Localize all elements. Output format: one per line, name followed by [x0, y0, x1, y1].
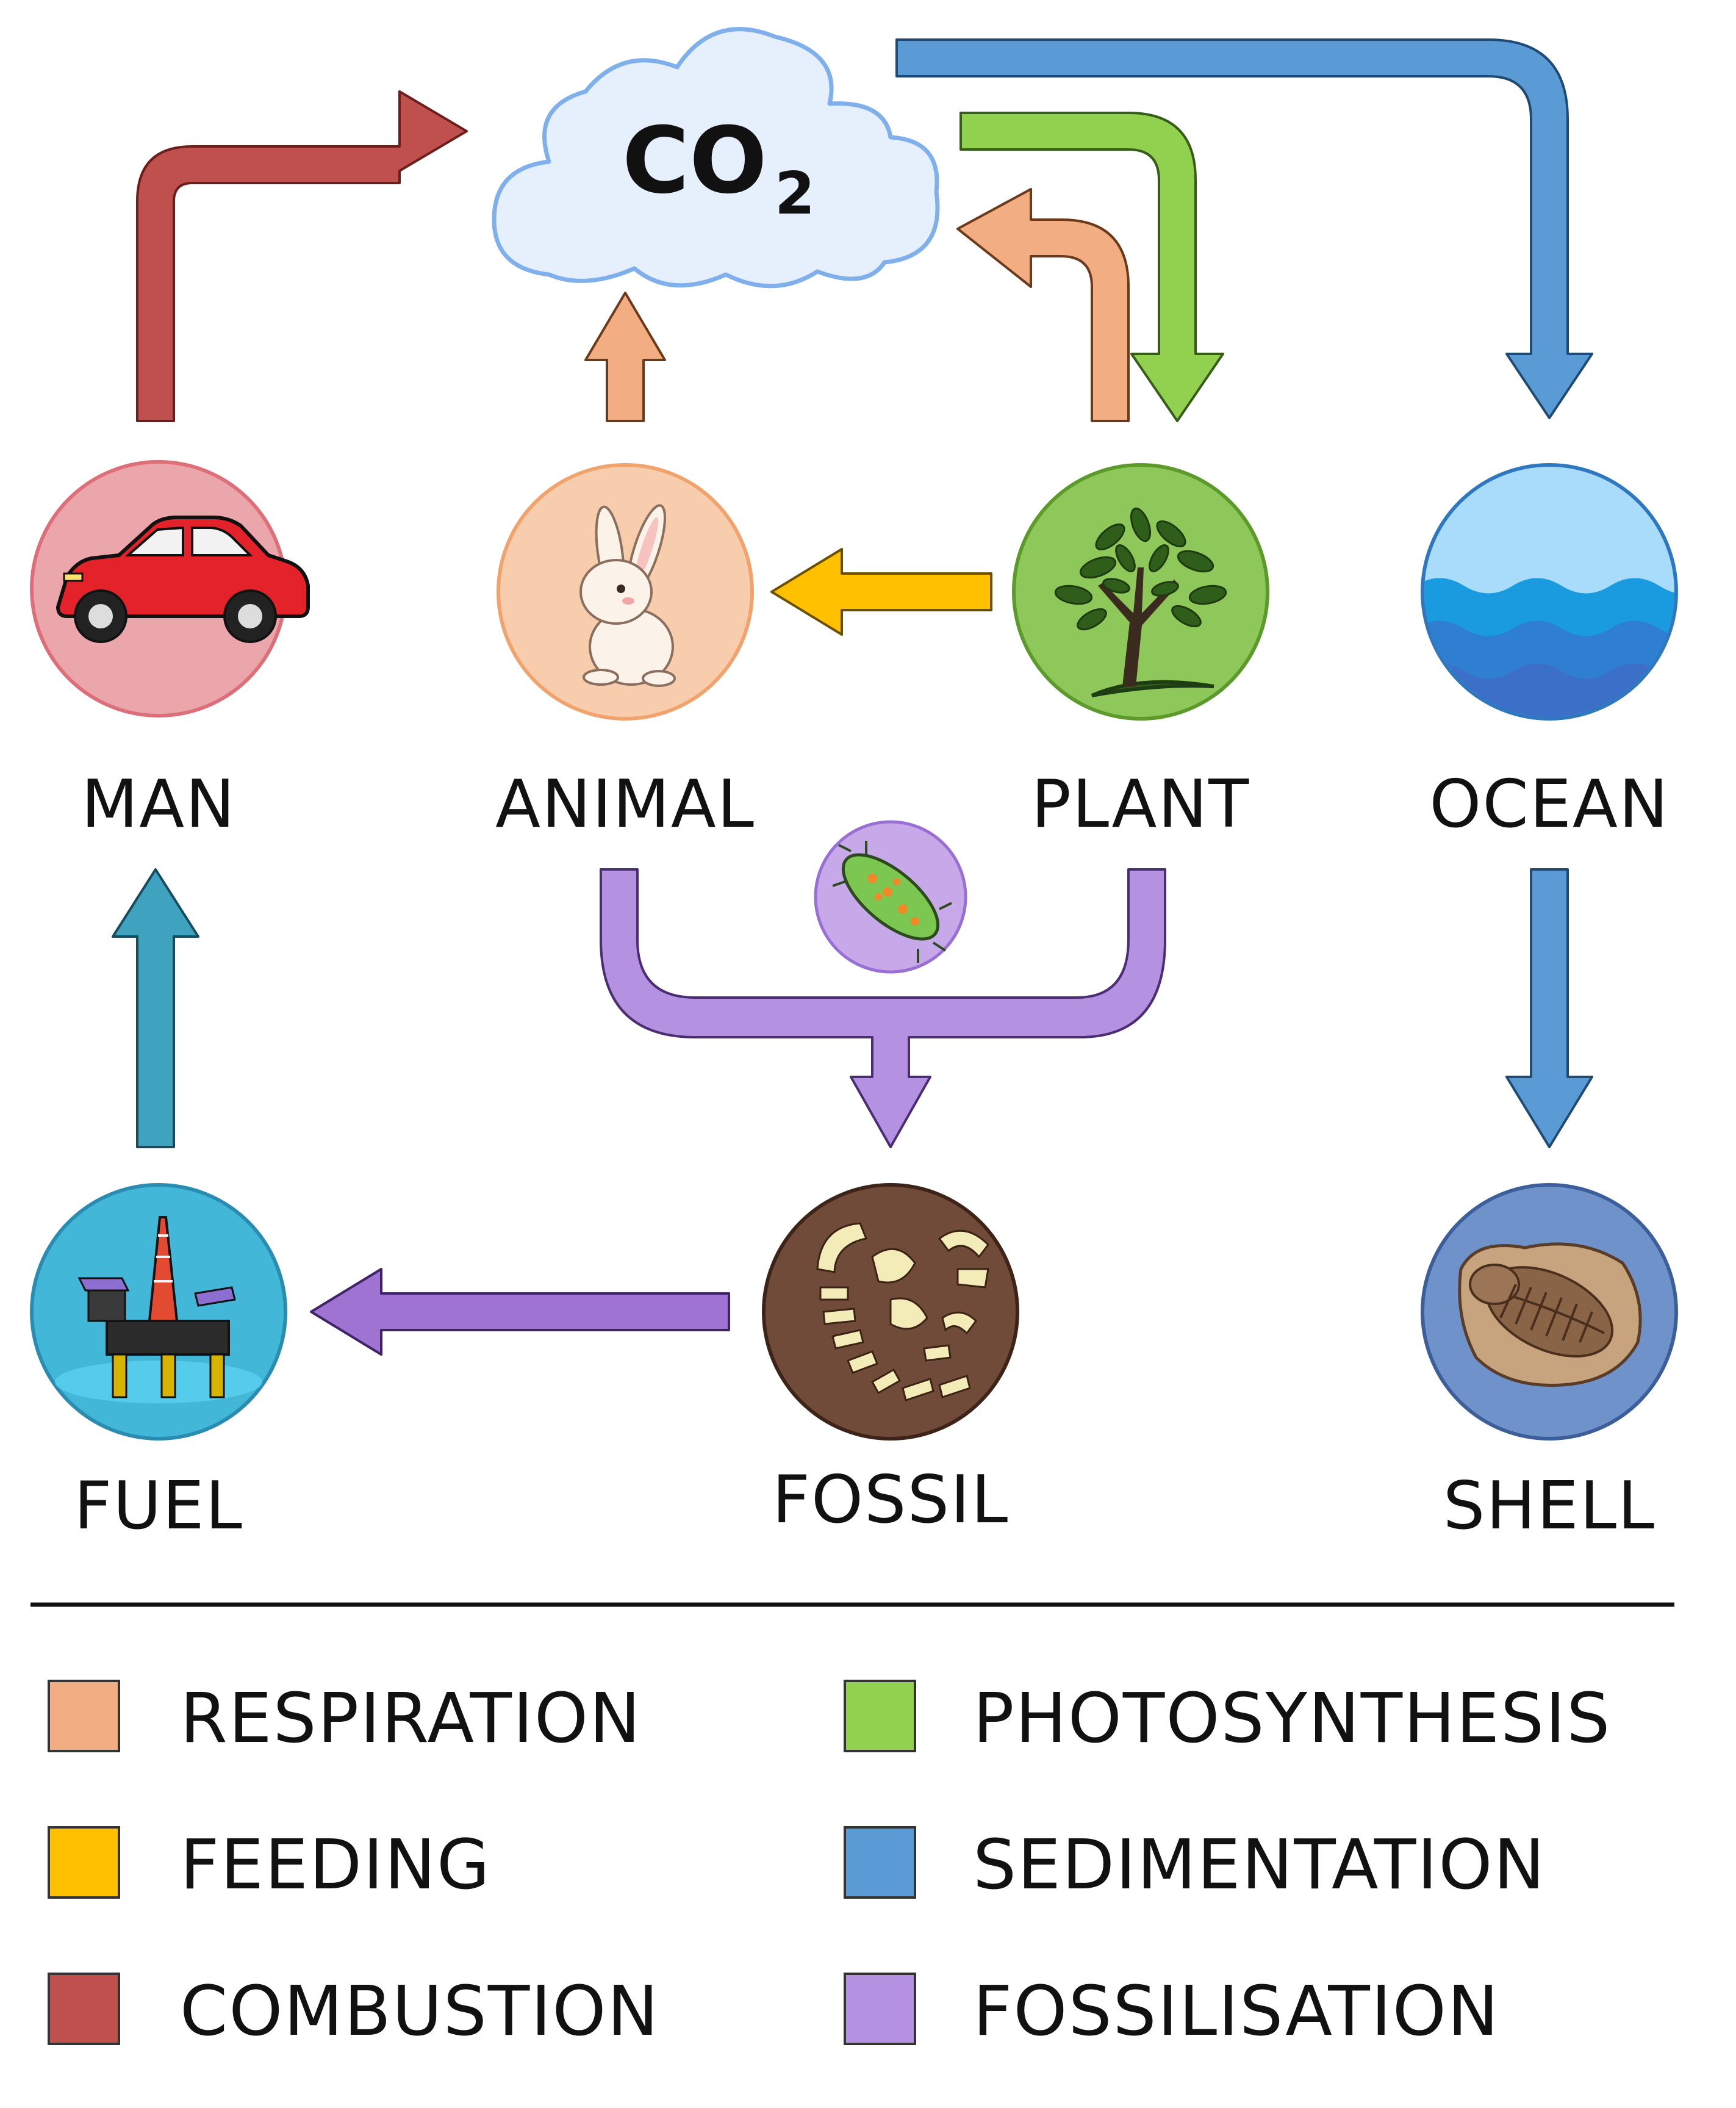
node-plant: PLANT	[1012, 463, 1269, 843]
node-fuel: FUEL	[30, 1183, 287, 1544]
animal-respiration-arrow	[584, 292, 666, 422]
legend-label-photosynthesis: PHOTOSYNTHESIS	[973, 1679, 1611, 1758]
shell-label: SHELL	[1443, 1468, 1655, 1544]
legend-item-respiration: RESPIRATION	[48, 1679, 642, 1758]
legend-swatch-respiration	[48, 1680, 120, 1752]
trilobite-icon	[1458, 1242, 1642, 1387]
plant-respiration-arrow	[956, 188, 1130, 422]
node-fossil: FOSSIL	[762, 1183, 1019, 1538]
tree-icon	[1054, 507, 1227, 697]
legend-label-fossilisation: FOSSILISATION	[973, 1972, 1500, 2051]
legend-swatch-photosynthesis	[844, 1680, 916, 1752]
node-man: MAN	[30, 460, 310, 843]
node-shell: SHELL	[1421, 1183, 1678, 1544]
legend-item-combustion: COMBUSTION	[48, 1972, 659, 2051]
legend-swatch-fossilisation	[844, 1973, 916, 2045]
co2-cloud: CO 2	[492, 27, 940, 289]
cloud-shape	[492, 27, 940, 289]
bacteria-icon	[832, 841, 952, 963]
legend-swatch-feeding	[48, 1826, 120, 1899]
car-icon	[56, 516, 310, 643]
skeleton-icon	[816, 1222, 989, 1401]
fuel-to-man-arrow	[112, 868, 199, 1148]
ocean-label: OCEAN	[1429, 766, 1669, 843]
plant-label: PLANT	[1031, 766, 1250, 843]
legend-swatch-sedimentation	[844, 1826, 916, 1899]
combustion-arrow	[136, 90, 468, 422]
node-ocean: OCEAN	[1421, 463, 1678, 843]
co2-label: CO	[622, 108, 767, 214]
fossil-to-fuel-arrow	[310, 1268, 730, 1356]
fossilisation-arrow	[600, 868, 1166, 1148]
oil-rig-icon	[55, 1216, 262, 1403]
legend-label-sedimentation: SEDIMENTATION	[973, 1826, 1546, 1905]
ocean-to-shell-arrow	[1505, 868, 1593, 1148]
legend-item-photosynthesis: PHOTOSYNTHESIS	[844, 1679, 1611, 1758]
waves-icon	[1424, 578, 1674, 717]
node-bacteria	[814, 820, 967, 974]
legend-swatch-combustion	[48, 1973, 120, 2045]
legend-item-sedimentation: SEDIMENTATION	[844, 1826, 1546, 1905]
legend-label-respiration: RESPIRATION	[180, 1679, 642, 1758]
feeding-arrow	[770, 548, 992, 636]
legend-label-combustion: COMBUSTION	[180, 1972, 659, 2051]
rabbit-icon	[579, 504, 676, 687]
fuel-label: FUEL	[74, 1468, 243, 1544]
legend-item-feeding: FEEDING	[48, 1826, 491, 1905]
fossil-label: FOSSIL	[772, 1462, 1009, 1538]
man-label: MAN	[81, 766, 236, 843]
co2-subscript: 2	[775, 160, 815, 228]
legend: RESPIRATION PHOTOSYNTHESIS FEEDING SEDIM…	[48, 1679, 1611, 2051]
legend-item-fossilisation: FOSSILISATION	[844, 1972, 1500, 2051]
legend-label-feeding: FEEDING	[180, 1826, 491, 1905]
photosynthesis-arrow	[959, 112, 1224, 422]
node-animal: ANIMAL	[495, 463, 755, 843]
sedimentation-arrow	[895, 38, 1593, 419]
animal-label: ANIMAL	[495, 766, 755, 843]
